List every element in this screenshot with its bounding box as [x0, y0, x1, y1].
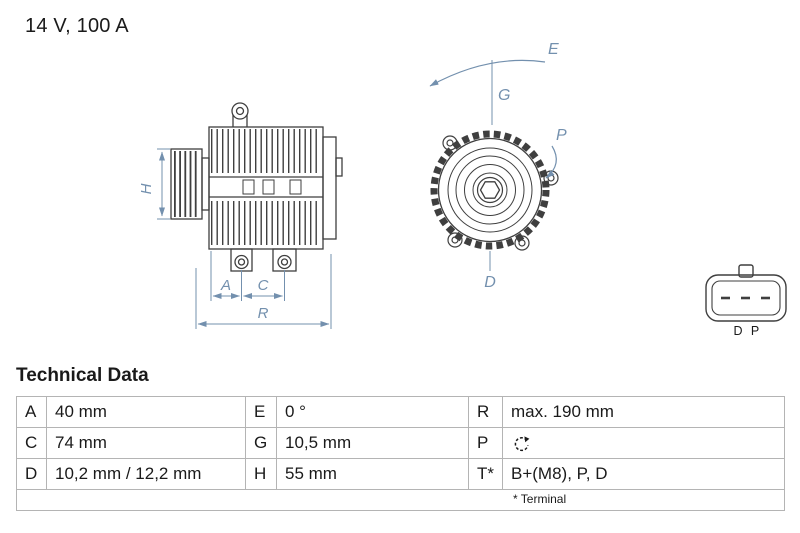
- rotation-clockwise-icon: [514, 435, 530, 451]
- table-row: A 40 mm E 0 ° R max. 190 mm: [16, 396, 785, 428]
- connector-plug: [705, 264, 787, 322]
- spec-value-d: 10,2 mm / 12,2 mm: [46, 458, 246, 490]
- table-footnote-row: * Terminal: [16, 489, 785, 511]
- connector-shell: [705, 274, 787, 322]
- connector-tab: [738, 264, 754, 278]
- spec-label-c: C: [16, 427, 47, 459]
- spec-label-e: E: [245, 396, 277, 428]
- terminal-footnote: * Terminal: [16, 489, 785, 511]
- dim-label-g: G: [498, 87, 510, 104]
- electrical-rating: 14 V, 100 A: [25, 15, 129, 37]
- table-row: D 10,2 mm / 12,2 mm H 55 mm T* B+(M8), P…: [16, 458, 785, 490]
- stator-block: [289, 179, 302, 195]
- alternator-side-view: [170, 102, 343, 272]
- dim-label-p: P: [556, 127, 567, 144]
- connector-pin-label-d: D: [733, 324, 742, 338]
- fan-scalloped-edge: [430, 130, 550, 250]
- shaft-nut: [479, 181, 501, 199]
- alternator-front-view: [430, 130, 559, 251]
- front-view-dimension-lines: [429, 59, 557, 271]
- spec-label-p: P: [468, 427, 503, 459]
- dim-label-e: E: [548, 41, 559, 58]
- dim-label-h: H: [138, 183, 155, 194]
- spec-label-g: G: [245, 427, 277, 459]
- stator-block: [262, 179, 275, 195]
- spec-label-h: H: [245, 458, 277, 490]
- e-swing-arc: [429, 59, 546, 87]
- stator-block: [242, 179, 255, 195]
- dim-label-r: R: [258, 305, 269, 322]
- spec-label-t: T*: [468, 458, 503, 490]
- top-mounting-eye: [231, 102, 249, 120]
- p-rotation-arrow: [545, 145, 557, 179]
- spec-value-e: 0 °: [276, 396, 469, 428]
- spec-label-r: R: [468, 396, 503, 428]
- mounting-lug-rear: [272, 248, 297, 272]
- terminal-stud: [335, 157, 343, 177]
- spec-value-p-rotation: [502, 427, 785, 459]
- connector-pin-label-p: P: [751, 324, 759, 338]
- spec-value-g: 10,5 mm: [276, 427, 469, 459]
- dim-label-d: D: [484, 274, 496, 291]
- technical-data-table: A 40 mm E 0 ° R max. 190 mm C 74 mm G 10…: [16, 396, 785, 511]
- mounting-lug-front: [230, 248, 253, 272]
- table-row: C 74 mm G 10,5 mm P: [16, 427, 785, 459]
- dim-label-c: C: [258, 277, 269, 294]
- side-view-dimension-lines: [157, 148, 332, 329]
- spec-value-c: 74 mm: [46, 427, 246, 459]
- mounting-ears: [442, 135, 559, 251]
- spec-label-a: A: [16, 396, 47, 428]
- rear-cap: [322, 136, 337, 240]
- dim-label-a: A: [220, 277, 231, 294]
- spec-value-t: B+(M8), P, D: [502, 458, 785, 490]
- spec-value-h: 55 mm: [276, 458, 469, 490]
- spec-value-r: max. 190 mm: [502, 396, 785, 428]
- connector-inner: [711, 280, 781, 316]
- shaft-step: [201, 157, 210, 211]
- spec-label-d: D: [16, 458, 47, 490]
- alternator-technical-drawing: H A C R: [138, 41, 787, 338]
- technical-data-title: Technical Data: [16, 365, 149, 386]
- spec-value-a: 40 mm: [46, 396, 246, 428]
